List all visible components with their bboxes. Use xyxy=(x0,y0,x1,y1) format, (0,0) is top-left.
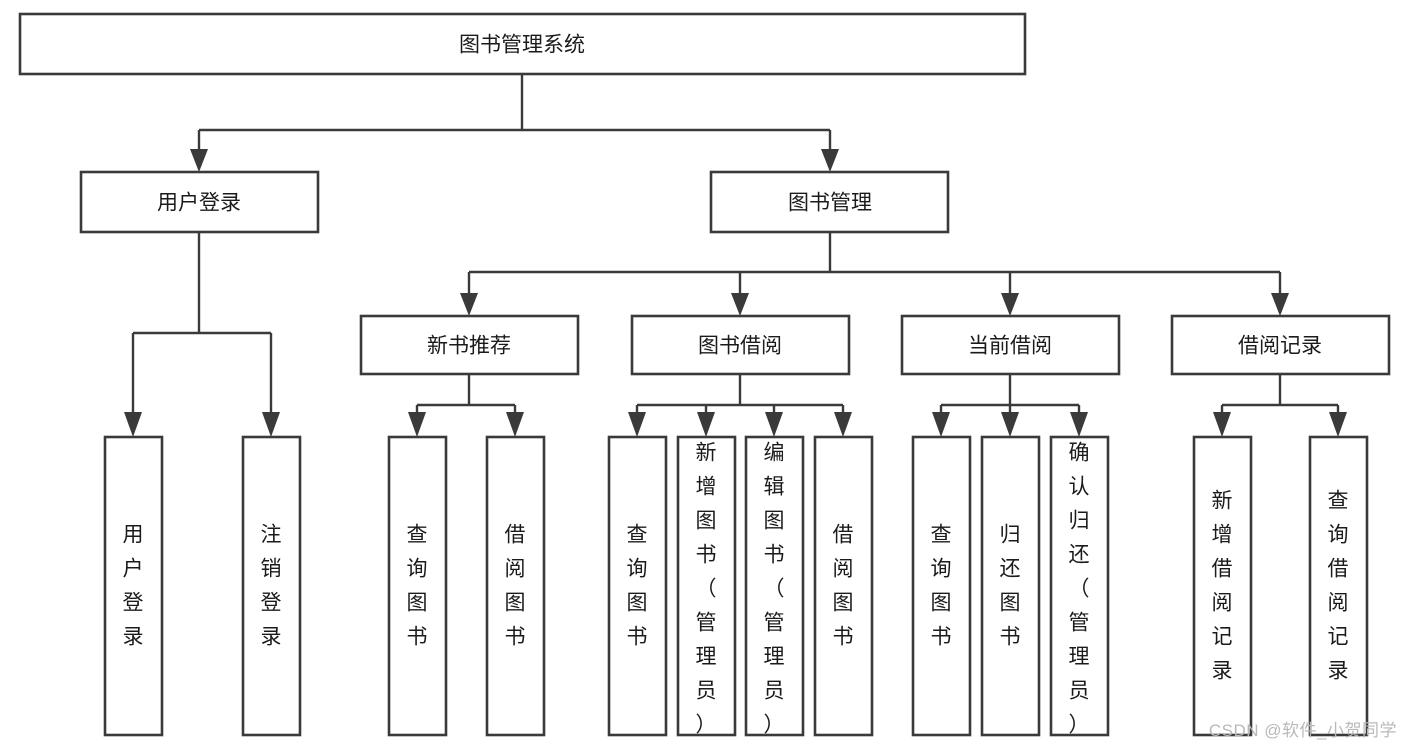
leaf-record-query[interactable]: 查询借阅记录 xyxy=(1308,435,1369,737)
leaf-current-query-book[interactable]: 查询图书 xyxy=(911,435,972,737)
leaf-borrow-edit-book-box[interactable] xyxy=(744,435,805,737)
leaf-record-add-label: 新增借阅记录 xyxy=(1212,490,1233,683)
arrowhead-book-borrow xyxy=(731,293,749,316)
leaf-borrow-add-book-label: 新增图书（管理员） xyxy=(696,442,717,737)
node-new-book-recommend[interactable]: 新书推荐 xyxy=(359,314,580,376)
leaf-borrow-borrow-book[interactable]: 借阅图书 xyxy=(813,435,874,737)
leaf-current-return-book[interactable]: 归还图书 xyxy=(980,435,1041,737)
leaf-current-confirm-return-label: 确认归还（管理员） xyxy=(1069,442,1090,737)
leaf-recommend-borrow-book-label: 借阅图书 xyxy=(505,524,526,649)
leaf-record-query-box[interactable] xyxy=(1308,435,1369,737)
leaf-record-add[interactable]: 新增借阅记录 xyxy=(1192,435,1253,737)
node-new-book-recommend-label: 新书推荐 xyxy=(427,335,511,358)
arrowhead-new-book-recommend xyxy=(460,293,478,316)
leaf-borrow-edit-book[interactable]: 编辑图书（管理员） xyxy=(744,435,805,737)
arrowhead-user-login xyxy=(190,149,208,172)
node-book-management[interactable]: 图书管理 xyxy=(709,170,950,234)
arrowhead-current-leaf-2 xyxy=(1001,412,1019,437)
arrowhead-borrow-record xyxy=(1271,293,1289,316)
leaf-borrow-borrow-book-label: 借阅图书 xyxy=(833,524,854,649)
arrowhead-leaf-logout xyxy=(262,412,280,437)
leaf-current-query-book-box[interactable] xyxy=(911,435,972,737)
node-borrow-record-box[interactable] xyxy=(1170,314,1391,376)
leaf-recommend-query-book[interactable]: 查询图书 xyxy=(387,435,448,737)
node-book-borrow-box[interactable] xyxy=(630,314,851,376)
arrowhead-borrow-leaf-2 xyxy=(697,412,715,437)
arrowhead-current-borrow xyxy=(1001,293,1019,316)
node-book-management-label: 图书管理 xyxy=(788,192,872,215)
node-user-login-box[interactable] xyxy=(79,170,320,234)
leaf-logout[interactable]: 注销登录 xyxy=(241,435,302,737)
leaf-logout-label: 注销登录 xyxy=(261,524,282,649)
leaf-borrow-add-book[interactable]: 新增图书（管理员） xyxy=(676,435,737,737)
leaf-recommend-query-book-box[interactable] xyxy=(387,435,448,737)
leaf-user-login[interactable]: 用户登录 xyxy=(103,435,164,737)
leaf-current-return-book-box[interactable] xyxy=(980,435,1041,737)
node-book-borrow[interactable]: 图书借阅 xyxy=(630,314,851,376)
leaf-record-query-label: 查询借阅记录 xyxy=(1328,490,1349,683)
arrowhead-recommend-leaf-1 xyxy=(408,412,426,437)
connector-layer xyxy=(124,74,1347,437)
arrowhead-borrow-leaf-3 xyxy=(765,412,783,437)
arrowhead-record-leaf-1 xyxy=(1213,412,1231,437)
arrowhead-leaf-user-login xyxy=(124,412,142,437)
leaf-current-confirm-return-box[interactable] xyxy=(1049,435,1110,737)
node-book-borrow-label: 图书借阅 xyxy=(698,335,782,358)
node-borrow-record[interactable]: 借阅记录 xyxy=(1170,314,1391,376)
arrowhead-record-leaf-2 xyxy=(1329,412,1347,437)
arrowhead-current-leaf-3 xyxy=(1070,412,1088,437)
csdn-watermark: CSDN @软件_小贺同学 xyxy=(1208,721,1397,740)
leaf-borrow-borrow-book-box[interactable] xyxy=(813,435,874,737)
leaf-recommend-borrow-book-box[interactable] xyxy=(485,435,546,737)
leaf-current-confirm-return[interactable]: 确认归还（管理员） xyxy=(1049,435,1110,737)
leaf-borrow-query-book[interactable]: 查询图书 xyxy=(607,435,668,737)
leaf-borrow-query-book-box[interactable] xyxy=(607,435,668,737)
node-borrow-record-label: 借阅记录 xyxy=(1238,335,1322,358)
leaf-borrow-edit-book-label: 编辑图书（管理员） xyxy=(764,442,785,737)
node-current-borrow-label: 当前借阅 xyxy=(968,335,1052,358)
node-root-system-label: 图书管理系统 xyxy=(459,34,585,57)
leaf-logout-box[interactable] xyxy=(241,435,302,737)
arrowhead-borrow-leaf-1 xyxy=(628,412,646,437)
leaf-current-return-book-label: 归还图书 xyxy=(1000,524,1021,649)
leaf-recommend-borrow-book[interactable]: 借阅图书 xyxy=(485,435,546,737)
leaf-user-login-box[interactable] xyxy=(103,435,164,737)
leaf-current-query-book-label: 查询图书 xyxy=(931,524,952,649)
leaf-borrow-add-book-box[interactable] xyxy=(676,435,737,737)
leaf-user-login-label: 用户登录 xyxy=(123,524,144,649)
node-root-system[interactable]: 图书管理系统 xyxy=(18,12,1027,76)
leaf-borrow-query-book-label: 查询图书 xyxy=(627,524,648,649)
node-current-borrow-box[interactable] xyxy=(900,314,1121,376)
node-root-system-box[interactable] xyxy=(18,12,1027,76)
leaf-record-add-box[interactable] xyxy=(1192,435,1253,737)
node-new-book-recommend-box[interactable] xyxy=(359,314,580,376)
arrowhead-borrow-leaf-4 xyxy=(834,412,852,437)
arrowhead-current-leaf-1 xyxy=(932,412,950,437)
arrowhead-recommend-leaf-2 xyxy=(506,412,524,437)
arrowhead-book-manage xyxy=(821,149,839,172)
node-user-login[interactable]: 用户登录 xyxy=(79,170,320,234)
node-book-management-box[interactable] xyxy=(709,170,950,234)
node-user-login-label: 用户登录 xyxy=(157,192,241,215)
leaf-recommend-query-book-label: 查询图书 xyxy=(407,524,428,649)
node-current-borrow[interactable]: 当前借阅 xyxy=(900,314,1121,376)
leaf-layer: 用户登录 注销登录 查询图书 借阅图书 查询图书 新增图书（管理员） 编辑图书（… xyxy=(103,435,1369,737)
